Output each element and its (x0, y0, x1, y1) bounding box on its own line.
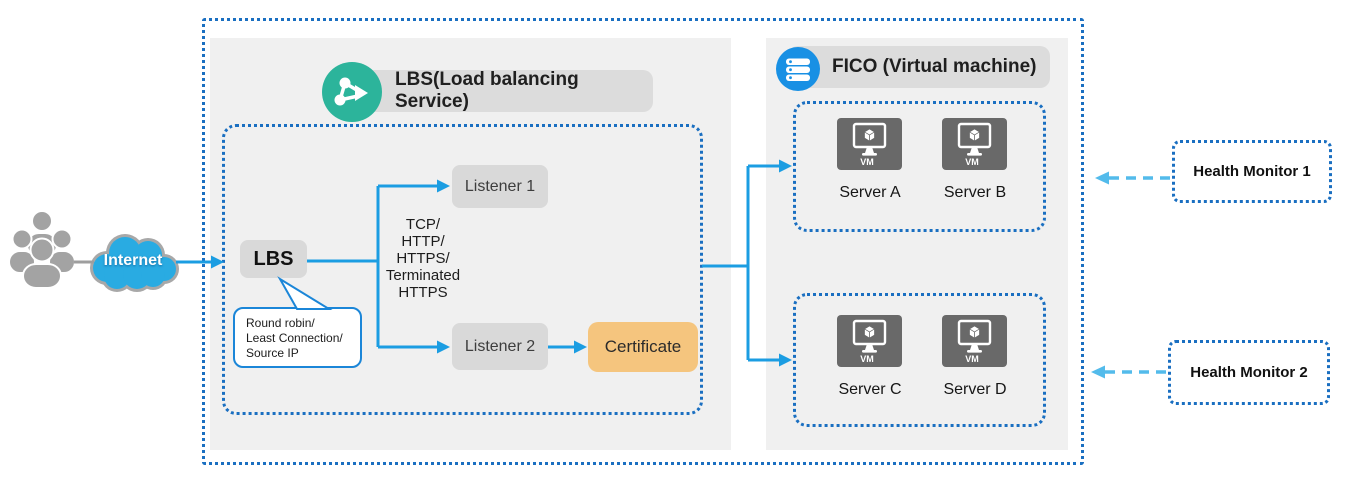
health-monitor-2-label: Health Monitor 2 (1190, 364, 1308, 381)
protocol-line-4: Terminated (385, 267, 461, 284)
lbs-section-title: LBS(Load balancing Service) (340, 69, 653, 112)
health-monitor-2: Health Monitor 2 (1168, 340, 1330, 405)
internet-cloud-icon (86, 228, 180, 294)
server-stack-icon (776, 47, 820, 91)
lbs-node-label: LBS (253, 247, 294, 270)
internet-label: Internet (103, 252, 163, 269)
listener-2-label: Listener 2 (464, 337, 536, 355)
lb-algorithm-callout: Round robin/ Least Connection/ Source IP (233, 307, 362, 368)
fico-vm-panel (766, 38, 1068, 450)
vm-badge: VM (965, 354, 979, 364)
vm-icon-server-c: VM (837, 315, 902, 367)
server-d-label: Server D (943, 381, 1007, 398)
server-b-label: Server B (943, 184, 1007, 201)
certificate-label: Certificate (604, 337, 682, 356)
server-group-1 (793, 101, 1046, 232)
fico-section-title: FICO (Virtual machine) (788, 46, 1050, 88)
server-group-2 (793, 293, 1046, 427)
vm-icon-server-a: VM (837, 118, 902, 170)
callout-line-3: Source IP (246, 346, 299, 360)
cloud-environment-boundary (202, 18, 1084, 465)
fico-title-text: FICO (Virtual machine) (832, 56, 1037, 77)
protocol-line-1: TCP/ (405, 216, 441, 233)
vm-badge: VM (860, 354, 874, 364)
protocol-line-3: HTTPS/ (396, 250, 450, 267)
protocols-text: TCP/ HTTP/ HTTPS/ Terminated HTTPS (363, 216, 483, 301)
callout-line-1: Round robin/ (246, 316, 315, 330)
lbs-node: LBS (240, 240, 307, 278)
health-monitor-1-label: Health Monitor 1 (1193, 163, 1311, 180)
listener-1-node: Listener 1 (452, 165, 548, 208)
vm-icon-server-b: VM (942, 118, 1007, 170)
lbs-title-text: LBS(Load balancing Service) (395, 69, 579, 112)
callout-line-2: Least Connection/ (246, 331, 343, 345)
protocol-line-2: HTTP/ (401, 233, 445, 250)
server-c-label: Server C (838, 381, 902, 398)
protocol-line-5: HTTPS (398, 284, 448, 301)
load-balancer-icon (322, 62, 382, 122)
lbs-inner-boundary (222, 124, 703, 415)
vm-badge: VM (860, 157, 874, 167)
vm-icon-server-d: VM (942, 315, 1007, 367)
health-monitor-1: Health Monitor 1 (1172, 140, 1332, 203)
certificate-node: Certificate (588, 322, 698, 372)
listener-1-label: Listener 1 (464, 177, 536, 195)
listener-2-node: Listener 2 (452, 323, 548, 370)
users-group-icon (8, 208, 76, 288)
server-a-label: Server A (839, 184, 901, 201)
vm-badge: VM (965, 157, 979, 167)
